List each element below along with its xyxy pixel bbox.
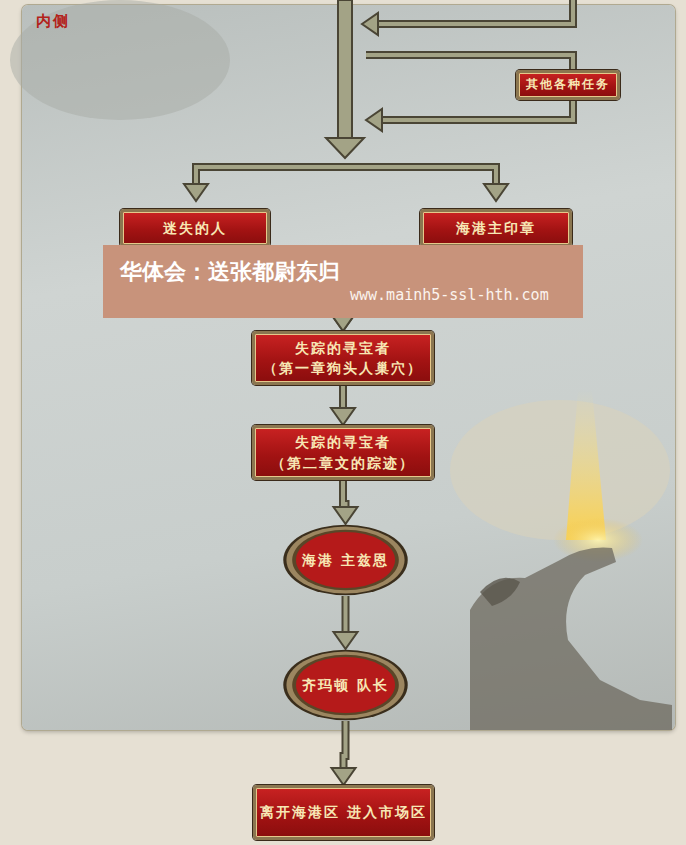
- flow-arrow: [331, 385, 355, 425]
- flow-arrow: [334, 596, 358, 649]
- node-text: 迷失的人: [163, 218, 227, 238]
- task-box: 其他各种任务: [516, 70, 620, 100]
- node-text: 离开海港区 进入市场区: [260, 802, 427, 822]
- corner-label: 内侧: [36, 12, 70, 31]
- quest-box: 失踪的寻宝者 （第一章狗头人巢穴）: [252, 331, 434, 385]
- quest-box: 离开海港区 进入市场区: [253, 785, 434, 840]
- node-text: 海港主印章: [456, 218, 536, 238]
- watermark-text: 华体会：送张都尉东归: [120, 257, 340, 287]
- npc-oval: 海港 主兹恩: [282, 524, 409, 596]
- node-text: 齐玛顿 队长: [302, 675, 389, 695]
- watermark-band: 华体会：送张都尉东归 www.mainh5-ssl-hth.com: [103, 245, 583, 318]
- watermark-text: www.mainh5-ssl-hth.com: [350, 286, 549, 304]
- quest-box: 失踪的寻宝者 （第二章文的踪迹）: [252, 425, 434, 480]
- node-text: 失踪的寻宝者 （第一章狗头人巢穴）: [255, 338, 431, 379]
- quest-box: 迷失的人: [120, 209, 270, 247]
- node-text: 失踪的寻宝者 （第二章文的踪迹）: [255, 432, 431, 473]
- node-text: 海港 主兹恩: [302, 550, 389, 570]
- node-text: 其他各种任务: [526, 76, 610, 93]
- quest-box: 海港主印章: [420, 209, 572, 247]
- npc-oval: 齐玛顿 队长: [282, 649, 409, 721]
- flow-arrow: [334, 480, 358, 524]
- flow-arrow: [332, 721, 356, 785]
